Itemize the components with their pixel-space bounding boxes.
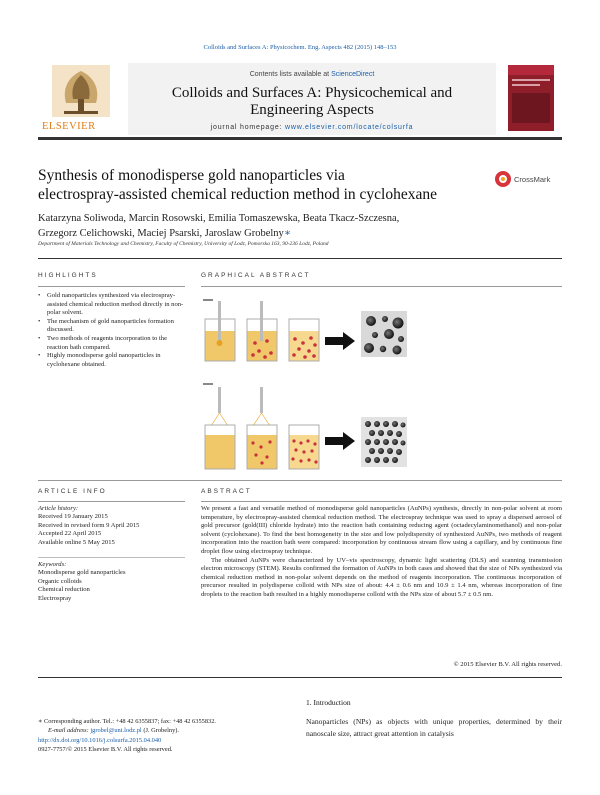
sciencedirect-link[interactable]: ScienceDirect [331, 71, 375, 78]
graphical-abstract-heading: GRAPHICAL ABSTRACT [201, 272, 311, 279]
history-revised: Received in revised form 9 April 2015 [38, 521, 140, 529]
journal-name-line-2: Engineering Aspects [250, 102, 374, 118]
beaker-stage-3 [288, 318, 320, 362]
authors-line-1: Katarzyna Soliwoda, Marcin Rosowski, Emi… [38, 213, 400, 224]
keyword-item: Monodisperse gold nanoparticles [38, 569, 126, 577]
divider [38, 258, 562, 259]
capillary-process-row [203, 299, 407, 362]
divider [38, 286, 185, 287]
divider [38, 677, 562, 678]
history-received: Received 19 January 2015 [38, 513, 108, 521]
email-link[interactable]: jgrobel@uni.lodz.pl [90, 727, 142, 735]
article-info-heading: ARTICLE INFO [38, 488, 107, 495]
beaker-stage-5 [246, 387, 278, 470]
keywords-label: Keywords: [38, 561, 67, 568]
copyright-line: © 2015 Elsevier B.V. All rights reserved… [453, 661, 562, 668]
journal-reference[interactable]: Colloids and Surfaces A: Physicochem. En… [203, 44, 397, 51]
graphical-abstract-figure [203, 299, 407, 470]
highlight-item: The mechanism of gold nanoparticles form… [38, 318, 185, 335]
history-accepted: Accepted 22 April 2015 [38, 530, 102, 538]
introduction-heading: 1. Introduction [306, 698, 351, 707]
email-line: E-mail address: jgrobel@uni.lodz.pl (J. … [38, 726, 288, 735]
publisher-name: ELSEVIER [42, 121, 96, 132]
contents-prefix: Contents lists available at [249, 71, 330, 78]
highlight-item: Two methods of reagents incorporation to… [38, 335, 185, 352]
keyword-item: Electrospray [38, 594, 72, 602]
electrospray-process-row [203, 383, 407, 470]
article-title: Synthesis of monodisperse gold nanoparti… [38, 166, 488, 204]
contents-line: Contents lists available at ScienceDirec… [128, 71, 496, 78]
corresponding-author-note: ∗ Corresponding author. Tel.: +48 42 635… [38, 718, 217, 725]
footnote: ∗ Corresponding author. Tel.: +48 42 635… [38, 717, 288, 754]
crossmark-icon [495, 171, 511, 187]
abstract-heading: ABSTRACT [201, 488, 252, 495]
history-online: Available online 5 May 2015 [38, 538, 115, 546]
beaker-stage-2 [246, 301, 278, 362]
divider [38, 557, 185, 558]
abstract-paragraph-2: The obtained AuNPs were characterized by… [201, 556, 562, 598]
crossmark-label: CrossMark [514, 175, 551, 184]
beaker-stage-4 [204, 387, 236, 470]
article-history: Article history: Received 19 January 201… [38, 505, 185, 547]
title-line-2: electrospray-assisted chemical reduction… [38, 186, 437, 203]
journal-header: Contents lists available at ScienceDirec… [128, 63, 496, 135]
highlight-item: Gold nanoparticles synthesized via elect… [38, 292, 185, 318]
journal-name-line-1: Colloids and Surfaces A: Physicochemical… [171, 85, 453, 101]
crossmark-badge[interactable]: CrossMark [494, 170, 564, 190]
affiliation: Department of Materials Technology and C… [38, 241, 329, 247]
email-label: E-mail address: [48, 727, 89, 735]
arrow-icon [325, 432, 355, 450]
doi-link[interactable]: http://dx.doi.org/10.1016/j.colsurfa.201… [38, 736, 162, 744]
highlight-item: Highly monodisperse gold nanoparticles i… [38, 352, 185, 369]
journal-cover-image [500, 63, 562, 135]
divider [201, 501, 562, 502]
authors-line-2-text: Grzegorz Celichowski, Maciej Psarski, Ja… [38, 228, 284, 239]
issn-line: 0927-7757/© 2015 Elsevier B.V. All right… [38, 745, 173, 753]
abstract-body: We present a fast and versatile method o… [201, 505, 562, 600]
keyword-item: Organic colloids [38, 577, 82, 585]
homepage-line: journal homepage: www.elsevier.com/locat… [128, 124, 496, 131]
highlights-list: Gold nanoparticles synthesized via elect… [38, 292, 185, 369]
homepage-prefix: journal homepage: [210, 124, 283, 131]
corresponding-author-mark[interactable]: ∗ [283, 228, 291, 239]
beaker-stage-1 [204, 301, 236, 362]
author-list: Katarzyna Soliwoda, Marcin Rosowski, Emi… [38, 211, 478, 241]
divider [38, 501, 185, 502]
abstract-paragraph-1: We present a fast and versatile method o… [201, 505, 562, 555]
journal-name[interactable]: Colloids and Surfaces A: Physicochemical… [128, 85, 496, 119]
arrow-icon [325, 332, 355, 350]
divider [38, 480, 562, 481]
beaker-stage-6 [288, 424, 320, 470]
tem-image-monodisperse [361, 417, 407, 467]
homepage-link[interactable]: www.elsevier.com/locate/colsurfa [285, 124, 414, 131]
history-label: Article history: [38, 505, 79, 512]
title-line-1: Synthesis of monodisperse gold nanoparti… [38, 167, 345, 184]
authors-line-2: Grzegorz Celichowski, Maciej Psarski, Ja… [38, 226, 478, 241]
keywords: Keywords: Monodisperse gold nanoparticle… [38, 561, 185, 603]
tem-image-polydisperse [361, 311, 407, 357]
divider [201, 286, 562, 287]
header-rule [38, 137, 562, 140]
elsevier-logo: ELSEVIER [38, 63, 124, 135]
keyword-item: Chemical reduction [38, 586, 90, 594]
email-suffix: (J. Grobelny). [143, 727, 179, 735]
highlights-heading: HIGHLIGHTS [38, 272, 98, 279]
introduction-text: Nanoparticles (NPs) as objects with uniq… [306, 717, 562, 738]
